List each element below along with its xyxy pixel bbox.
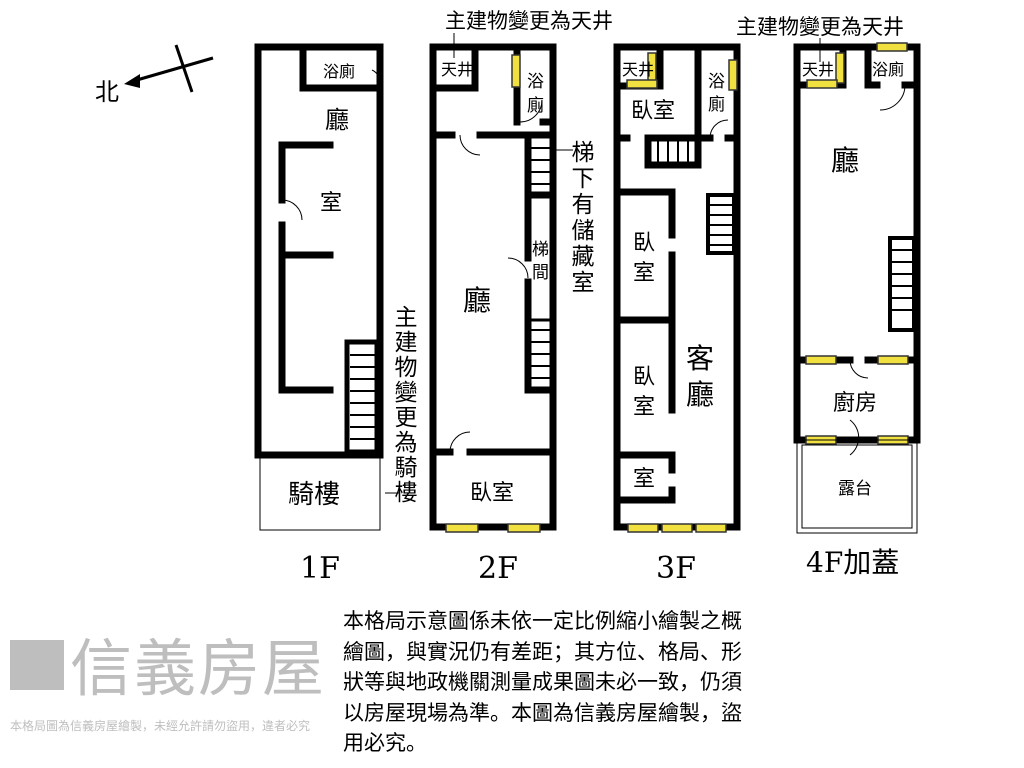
room-3f-skylight: 天井 <box>622 60 654 79</box>
room-4f-terrace: 露台 <box>838 479 872 499</box>
room-2f-stair: 梯 間 <box>532 240 549 283</box>
room-2f-bedroom: 臥室 <box>470 481 514 506</box>
annotation-storage: 梯下有儲藏室 <box>567 140 595 296</box>
room-1f-hall: 廳 <box>325 106 349 134</box>
svg-text:廳: 廳 <box>686 378 714 411</box>
annotation-skylight-4f: 主建物變更為天井 <box>736 15 904 39</box>
svg-text:臥: 臥 <box>633 231 655 256</box>
room-4f-kitchen: 廚房 <box>833 391 877 416</box>
watermark-brand: 信義房屋 <box>70 632 326 705</box>
svg-text:浴: 浴 <box>527 72 544 92</box>
annotation-arcade: 主建物變更為騎樓 <box>390 305 418 505</box>
floor-label-4f: 4F加蓋 <box>806 546 899 579</box>
floor-label-3f: 3F <box>656 551 696 586</box>
room-3f-room: 室 <box>633 467 655 492</box>
svg-text:室: 室 <box>633 261 655 286</box>
north-arrow-icon <box>124 44 214 93</box>
svg-text:廁: 廁 <box>708 94 725 115</box>
disclaimer-line: 繪圖，與實況仍有差距；其方位、格局、形 <box>343 639 742 664</box>
room-2f-bath: 浴 廁 <box>527 72 544 116</box>
floor-label-1f: 1F <box>300 551 340 586</box>
room-3f-bath: 浴 廁 <box>708 72 725 115</box>
room-3f-bedroom-3: 臥 室 <box>633 365 655 420</box>
floor-1f: 浴廁 廳 室 騎樓 <box>254 43 400 531</box>
north-label: 北 <box>95 78 119 106</box>
disclaimer-line: 本格局示意圖係未依一定比例縮小繪製之概 <box>343 609 742 633</box>
disclaimer: 本格局示意圖係未依一定比例縮小繪製之概 繪圖，與實況仍有差距；其方位、格局、形 … <box>343 606 843 759</box>
room-3f-bedroom-2: 臥 室 <box>633 231 655 286</box>
room-1f-arcade: 騎樓 <box>288 480 340 510</box>
room-4f-hall: 廳 <box>831 144 859 177</box>
room-4f-bath: 浴廁 <box>872 60 904 79</box>
room-1f-room: 室 <box>320 191 342 216</box>
room-4f-skylight: 天井 <box>802 60 834 79</box>
disclaimer-line: 以房屋現場為準。本圖為信義房屋繪製，盜 <box>343 700 742 725</box>
floor-2f: 天井 浴 廁 廳 梯 間 臥室 <box>429 43 573 533</box>
svg-text:廁: 廁 <box>527 95 544 116</box>
watermark-notice: 本格局圖為信義房屋繪製，未經允許請勿盜用，違者必究 <box>10 718 310 733</box>
watermark: 信義房屋 本格局圖為信義房屋繪製，未經允許請勿盜用，違者必究 <box>10 632 326 733</box>
svg-text:浴: 浴 <box>708 72 725 92</box>
svg-text:臥: 臥 <box>633 365 655 390</box>
svg-text:梯: 梯 <box>532 240 549 260</box>
room-3f-living: 客 廳 <box>686 342 714 411</box>
room-2f-skylight: 天井 <box>441 60 473 79</box>
svg-text:間: 間 <box>532 263 549 283</box>
floor-label-2f: 2F <box>478 551 518 586</box>
room-3f-bedroom-1: 臥室 <box>631 99 675 124</box>
floor-4f: 天井 浴廁 廳 廚房 露台 <box>793 42 921 534</box>
room-2f-hall: 廳 <box>463 284 491 317</box>
svg-text:室: 室 <box>633 395 655 420</box>
watermark-logo-icon <box>10 640 64 690</box>
disclaimer-line: 狀等與地政機關測量成果圖未必一致，仍須 <box>343 670 742 694</box>
floor-3f: 天井 浴 廁 臥室 臥 室 臥 室 室 客 廳 <box>613 43 741 533</box>
room-1f-bath: 浴廁 <box>323 62 355 81</box>
annotation-skylight-2f: 主建物變更為天井 <box>445 9 613 33</box>
svg-text:客: 客 <box>686 342 714 375</box>
disclaimer-line: 用必究。 <box>343 731 427 755</box>
